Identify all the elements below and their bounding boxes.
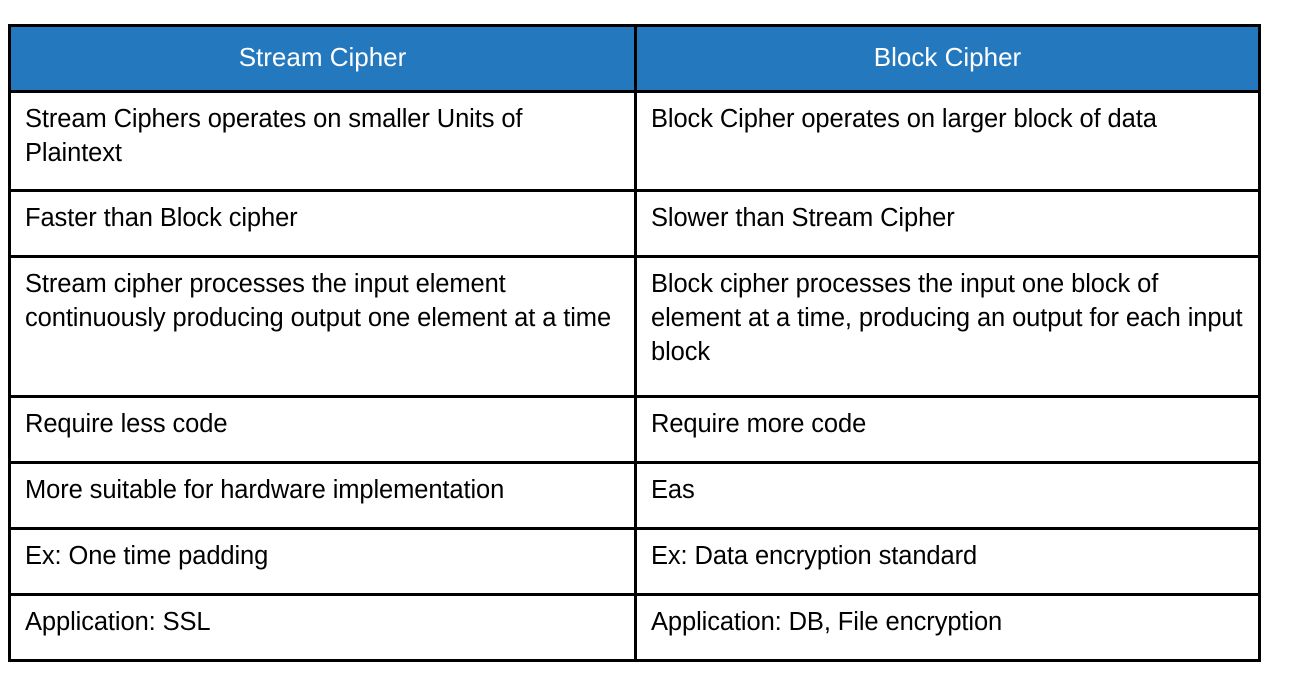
table-cell-stream: Stream Ciphers operates on smaller Units… <box>8 90 637 192</box>
cell-text: Faster than Block cipher <box>25 204 298 232</box>
cell-text: Block Cipher operates on larger block of… <box>651 105 1157 133</box>
table-row: Application: SSL Application: DB, File e… <box>8 593 1261 662</box>
table-cell-stream: More suitable for hardware implementatio… <box>8 461 637 530</box>
column-header-stream-cipher: Stream Cipher <box>8 24 637 93</box>
cell-text: Application: SSL <box>25 608 211 636</box>
table-row: Stream Ciphers operates on smaller Units… <box>8 90 1261 192</box>
table-cell-stream: Require less code <box>8 395 637 464</box>
header-row: Stream Cipher Block Cipher <box>8 24 1261 93</box>
table-body: Stream Ciphers operates on smaller Units… <box>8 90 1261 662</box>
cell-text: Ex: Data encryption standard <box>651 542 978 570</box>
column-header-label: Stream Cipher <box>238 42 407 72</box>
column-header-block-cipher: Block Cipher <box>634 24 1261 93</box>
table-row: Ex: One time padding Ex: Data encryption… <box>8 527 1261 596</box>
table-cell-block: Block cipher processes the input one blo… <box>634 255 1261 398</box>
cell-text: Application: DB, File encryption <box>651 608 1003 636</box>
table-cell-block: Block Cipher operates on larger block of… <box>634 90 1261 192</box>
cell-text: More suitable for hardware implementatio… <box>25 476 505 504</box>
table-cell-block: Slower than Stream Cipher <box>634 189 1261 258</box>
cell-text: Require more code <box>651 410 867 438</box>
table-cell-stream: Stream cipher processes the input elemen… <box>8 255 637 398</box>
table-cell-block: Eas <box>634 461 1261 530</box>
table-cell-stream: Ex: One time padding <box>8 527 637 596</box>
table-header: Stream Cipher Block Cipher <box>8 24 1261 93</box>
table-row: More suitable for hardware implementatio… <box>8 461 1261 530</box>
cell-text: Block cipher processes the input one blo… <box>651 270 1250 367</box>
table-cell-block: Require more code <box>634 395 1261 464</box>
table-cell-block: Ex: Data encryption standard <box>634 527 1261 596</box>
table-row: Require less code Require more code <box>8 395 1261 464</box>
table-row: Stream cipher processes the input elemen… <box>8 255 1261 398</box>
cipher-comparison-table: Stream Cipher Block Cipher Stream Cipher… <box>8 24 1261 662</box>
column-header-label: Block Cipher <box>873 42 1022 72</box>
cell-text: Require less code <box>25 410 228 438</box>
cell-text: Eas <box>651 476 695 504</box>
cell-text: Ex: One time padding <box>25 542 269 570</box>
cell-text: Stream cipher processes the input elemen… <box>25 270 612 333</box>
table-cell-stream: Application: SSL <box>8 593 637 662</box>
cell-text: Stream Ciphers operates on smaller Units… <box>25 105 530 168</box>
table-cell-block: Application: DB, File encryption <box>634 593 1261 662</box>
table-row: Faster than Block cipher Slower than Str… <box>8 189 1261 258</box>
cell-text: Slower than Stream Cipher <box>651 204 955 232</box>
table-cell-stream: Faster than Block cipher <box>8 189 637 258</box>
